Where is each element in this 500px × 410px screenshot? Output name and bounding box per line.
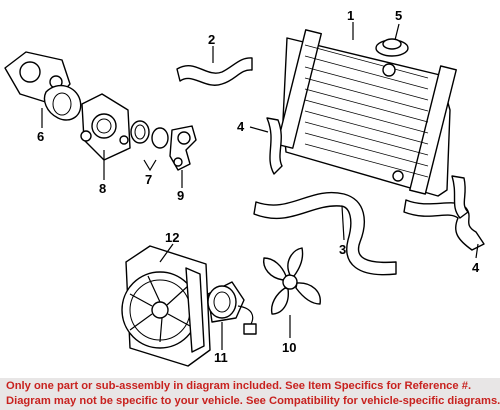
callout-11: 11 bbox=[214, 350, 228, 365]
heater-hose-right bbox=[403, 199, 485, 251]
drain-plug bbox=[392, 170, 404, 182]
radiator-core bbox=[304, 44, 429, 178]
callout-2: 2 bbox=[208, 32, 215, 47]
fan-blade bbox=[263, 247, 321, 315]
leader-lines bbox=[41, 22, 479, 350]
water-outlet bbox=[169, 125, 197, 171]
callout-1: 1 bbox=[347, 8, 354, 23]
callout-5: 5 bbox=[395, 8, 402, 23]
bypass-hose-right bbox=[451, 175, 469, 219]
water-inlet bbox=[80, 93, 131, 161]
callout-4-left: 4 bbox=[237, 119, 245, 134]
upper-radiator-hose bbox=[176, 57, 253, 86]
radiator bbox=[276, 29, 457, 197]
disclaimer-footer: Only one part or sub-assembly in diagram… bbox=[0, 378, 500, 410]
callout-9: 9 bbox=[177, 188, 184, 203]
fan-motor bbox=[207, 281, 257, 335]
radiator-cap bbox=[375, 38, 409, 57]
callout-6: 6 bbox=[37, 129, 44, 144]
lower-radiator-hose bbox=[253, 191, 397, 276]
disclaimer-line-1: Only one part or sub-assembly in diagram… bbox=[6, 380, 472, 392]
callout-12: 12 bbox=[165, 230, 179, 245]
fan-shroud bbox=[121, 245, 211, 367]
thermostat-housing bbox=[4, 51, 82, 121]
callout-4-right: 4 bbox=[472, 260, 480, 275]
callout-10: 10 bbox=[282, 340, 296, 355]
callout-7: 7 bbox=[145, 172, 152, 187]
overflow-hose-left bbox=[266, 117, 283, 175]
thermostat bbox=[130, 120, 169, 149]
radiator-filler-neck bbox=[382, 63, 396, 77]
parts-diagram: 1 2 3 4 4 5 6 7 8 9 10 11 12 bbox=[4, 8, 485, 367]
callout-3: 3 bbox=[339, 242, 346, 257]
disclaimer-line-2: Diagram may not be specific to your vehi… bbox=[6, 395, 500, 407]
callout-8: 8 bbox=[99, 181, 106, 196]
